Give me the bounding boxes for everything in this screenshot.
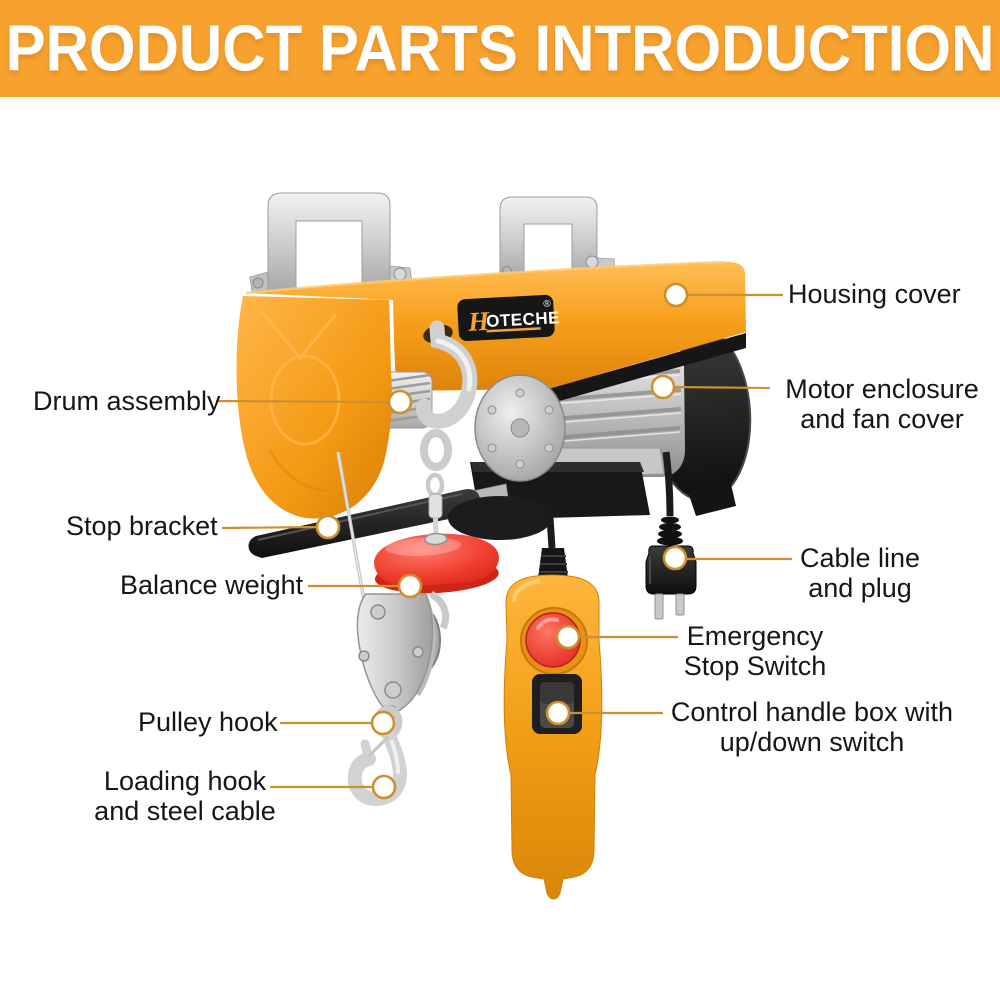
pulley-block [356,590,450,719]
marker-motor-enclosure [650,374,676,400]
label-drum-assembly: Drum assembly [33,386,221,416]
lower-housing-shadow [448,496,552,540]
bolt-icon [412,646,424,658]
label-housing-cover: Housing cover [788,279,961,309]
power-cable [657,451,683,546]
leader-pulley-hook [280,710,396,736]
mounting-bracket-right [499,196,616,279]
leader-housing-cover [663,282,783,308]
leader-control-handle [545,700,663,726]
marker-stop-bracket [315,514,341,540]
annotations [215,282,792,800]
leader-emergency-stop [555,624,678,650]
plug-prong [654,593,664,620]
marker-cable-line [662,545,688,571]
bolt-icon [384,681,402,699]
marker-control-handle [545,700,571,726]
brand-name: OTECHE [486,308,561,331]
header-banner: PRODUCT PARTS INTRODUCTION [0,0,1000,97]
brand-logo: H OTECHE ® [457,294,561,342]
marker-housing-cover [663,282,689,308]
marker-drum-assembly [387,389,413,415]
bolt-icon [393,267,407,281]
marker-emergency-stop [555,624,581,650]
drum-cover [236,296,392,519]
marker-balance-weight [397,573,423,599]
control-handle-box [503,574,603,900]
leader-motor-enclosure [650,374,771,400]
weight-hub [424,532,448,546]
control-cable [538,502,568,578]
leader-drum-assembly [215,389,413,415]
label-stop-bracket: Stop bracket [66,511,218,541]
bolt-icon [358,650,370,662]
bolt-icon [585,255,599,269]
label-control-handle: Control handle box with up/down switch [670,697,954,757]
bolt-icon [252,277,264,289]
page-title: PRODUCT PARTS INTRODUCTION [5,12,995,85]
balance-weight-part [374,532,499,594]
mounting-bracket-left [249,192,413,293]
gear-housing [474,374,566,482]
label-balance-weight: Balance weight [120,570,304,600]
marker-loading-hook [371,774,397,800]
leader-stop-bracket [221,514,341,540]
marker-pulley-hook [370,710,396,736]
label-emergency-stop: Emergency Stop Switch [683,621,827,681]
registered-mark: ® [543,299,552,310]
label-pulley-hook: Pulley hook [138,707,278,737]
leader-cable-line [662,545,792,571]
bolt-icon [370,604,386,620]
label-motor-enclosure: Motor enclosure and fan cover [785,374,979,434]
leader-loading-hook [270,774,397,800]
plug-prong [675,593,685,616]
label-cable-line: Cable line and plug [799,543,921,603]
leader-balance-weight [308,573,423,599]
beam-underside-shadow [548,333,746,402]
label-loading-hook: Loading hook and steel cable [94,766,276,826]
top-hook [416,320,478,543]
